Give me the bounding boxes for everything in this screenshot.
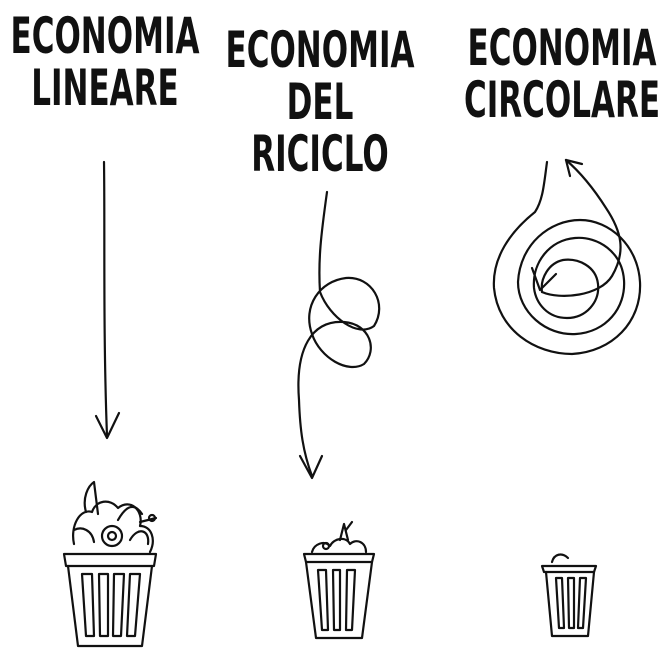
title-circular-economy: ECONOMIA CIRCOLARE [460, 22, 658, 126]
title-linear-economy: ECONOMIA LINEARE [3, 10, 208, 114]
title-line: CIRCOLARE [463, 71, 658, 129]
title-line: ECONOMIA [467, 19, 657, 77]
trash-bin-icon [540, 553, 598, 638]
spiral-arrow-icon [492, 158, 642, 356]
trash-bin-icon [62, 480, 158, 648]
title-line: ECONOMIA [10, 7, 200, 65]
title-line: RICICLO [251, 125, 389, 183]
title-line: DEL [286, 73, 354, 131]
straight-arrow-icon [94, 160, 121, 440]
trash-bin-icon [302, 520, 376, 640]
title-line: ECONOMIA [225, 21, 415, 79]
title-line: LINEARE [31, 59, 179, 117]
title-recycling-economy: ECONOMIA DEL RICICLO [218, 24, 423, 180]
looping-arrow-icon [297, 190, 381, 480]
